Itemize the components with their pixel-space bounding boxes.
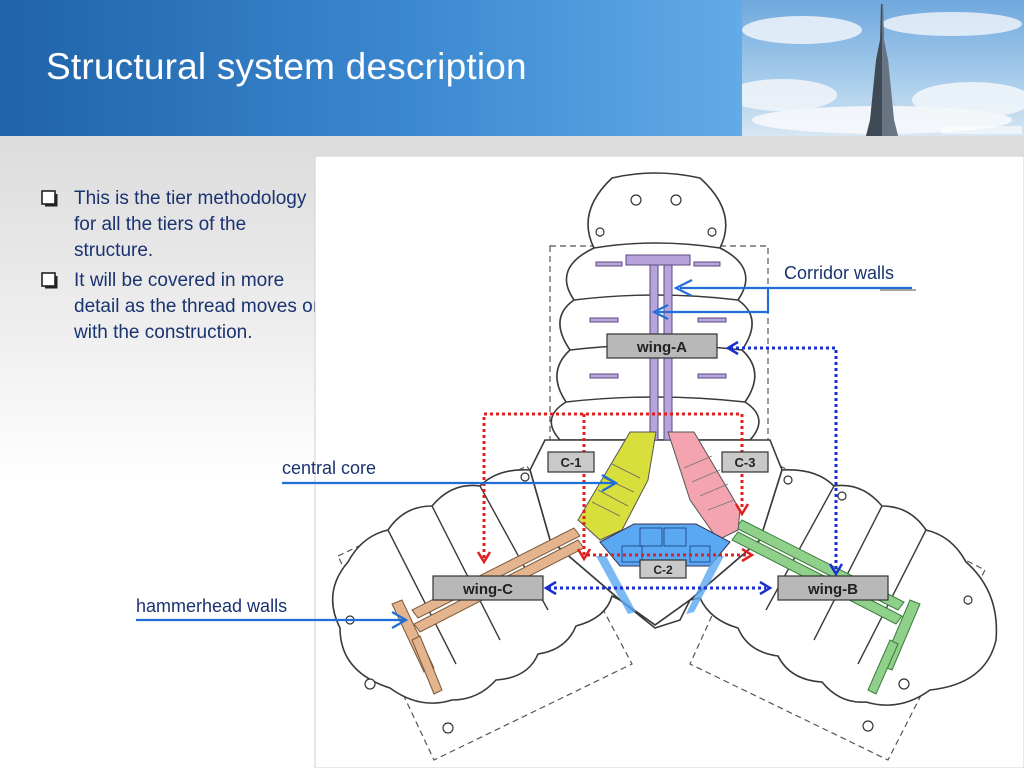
corridor-walls-label: Corridor walls bbox=[784, 263, 894, 283]
checkbox-bullet-icon bbox=[41, 190, 58, 207]
bullet-list: This is the tier methodology for all the… bbox=[38, 186, 328, 350]
wing-b-label: wing-B bbox=[807, 581, 858, 598]
bullet-text: It will be covered in more detail as the… bbox=[74, 270, 324, 343]
wing-a-label: wing-A bbox=[636, 339, 687, 356]
title-bar: Structural system description bbox=[0, 0, 742, 136]
c2-label: C-2 bbox=[653, 563, 673, 577]
arrowheads bbox=[476, 340, 844, 596]
corridor-walls-callout: Corridor walls bbox=[651, 263, 916, 320]
column-markers bbox=[345, 194, 973, 734]
c2-label-box: C-2 bbox=[639, 559, 687, 579]
wing-c-dashed-box bbox=[337, 465, 633, 761]
c1-label-box: C-1 bbox=[547, 451, 595, 473]
checkbox-bullet-icon bbox=[41, 272, 58, 289]
wing-a-dashed-box bbox=[549, 245, 769, 447]
c3-label: C-3 bbox=[735, 455, 756, 470]
bullet-item: It will be covered in more detail as the… bbox=[38, 268, 328, 346]
tower-photo bbox=[742, 0, 1024, 136]
c3-label-box: C-3 bbox=[721, 451, 769, 473]
c1-label: C-1 bbox=[561, 455, 582, 470]
central-core-callout: central core bbox=[282, 458, 619, 492]
bullet-item: This is the tier methodology for all the… bbox=[38, 186, 328, 264]
wing-c-label-box: wing-C bbox=[432, 575, 544, 601]
hammerhead-walls-callout: hammerhead walls bbox=[136, 596, 409, 629]
hammerhead-walls-label: hammerhead walls bbox=[136, 596, 287, 616]
wing-c-label: wing-C bbox=[462, 581, 513, 598]
central-core-label: central core bbox=[282, 458, 376, 478]
wing-b-label-box: wing-B bbox=[777, 575, 889, 601]
bullet-text: This is the tier methodology for all the… bbox=[74, 188, 307, 261]
wing-a-label-box: wing-A bbox=[606, 333, 718, 359]
core-c3 bbox=[667, 431, 741, 541]
slide-title: Structural system description bbox=[46, 46, 527, 87]
